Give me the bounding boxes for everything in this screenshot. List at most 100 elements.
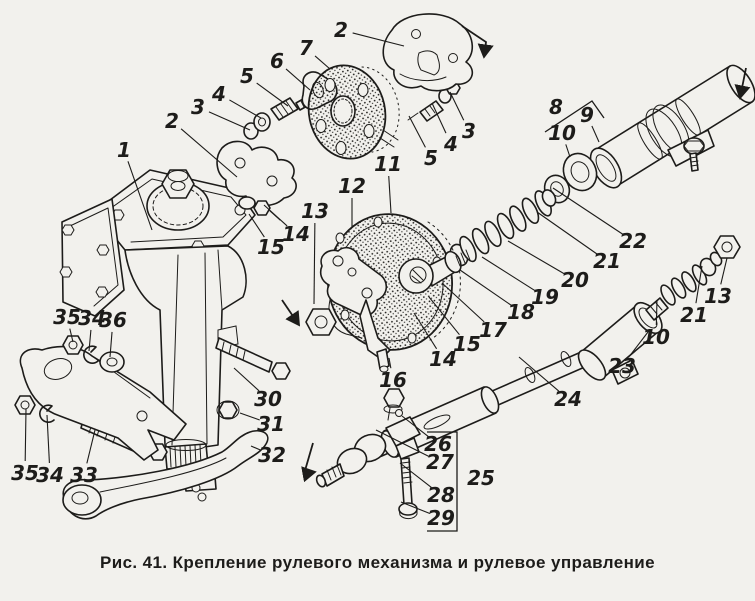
flange-coupling <box>319 213 471 373</box>
callout-leader-17-24 <box>441 282 485 323</box>
callout-leader-35-41 <box>69 328 74 343</box>
callout-leader-34-42 <box>88 329 92 352</box>
callout-20-21: 20 <box>561 268 589 292</box>
callout-leader-13-16 <box>313 222 316 305</box>
callout-leader-35-40 <box>24 408 27 462</box>
nut-16 <box>383 388 405 408</box>
callout-leader-13-44 <box>720 257 728 285</box>
callout-leader-15-18 <box>248 213 265 238</box>
install-direction-arrow-locknut <box>281 299 301 327</box>
callout-15-25: 15 <box>453 332 481 356</box>
callout-23-28: 23 <box>608 354 636 378</box>
callout-13-44: 13 <box>704 284 732 308</box>
figure-caption: Рис. 41. Крепление рулевого механизма и … <box>99 553 655 572</box>
callout-leader-21-20 <box>536 211 598 255</box>
callout-leader-22-19 <box>552 187 624 235</box>
callout-22-19: 22 <box>619 229 647 253</box>
callout-9-12: 9 <box>580 103 594 127</box>
callout-26-30: 26 <box>424 432 452 456</box>
tie-rod-end-left <box>315 388 421 520</box>
callout-27-31: 27 <box>426 450 454 474</box>
callout-leader-11-14 <box>388 175 392 214</box>
callout-leader-5-4 <box>256 82 289 107</box>
locknut-13 <box>305 308 337 336</box>
tie-rod-end-right <box>577 235 741 385</box>
bolt-30-head <box>271 362 291 380</box>
callout-leader-21-45 <box>695 265 703 304</box>
callout-34-39: 34 <box>36 463 64 487</box>
callout-leader-4-3 <box>229 99 262 119</box>
callout-10-46: 10 <box>642 325 670 349</box>
callout-34-42: 34 <box>78 306 106 330</box>
install-direction-arrow-column-tube <box>734 67 751 100</box>
callout-28-32: 28 <box>427 483 455 507</box>
callout-leader-14-17 <box>263 204 288 227</box>
callout-8-11: 8 <box>549 95 563 119</box>
callout-leader-32-37 <box>250 445 262 451</box>
lock-washer-34 <box>39 404 55 423</box>
callout-leader-5-10 <box>408 115 426 148</box>
callout-leader-10-46 <box>655 299 658 326</box>
callout-5-10: 5 <box>424 146 438 170</box>
callout-leader-34-39 <box>46 414 50 464</box>
steering-gear-housing <box>59 169 291 502</box>
coupling-disc-7 <box>307 64 400 160</box>
callout-leader-4-9 <box>431 102 447 134</box>
callout-leader-3-2 <box>208 111 251 131</box>
callout-leader-9-12 <box>591 125 600 143</box>
install-direction-arrow-tie-rod-stud <box>301 442 317 483</box>
callout-14-17: 14 <box>282 222 310 246</box>
callout-17-24: 17 <box>479 318 507 342</box>
bracket-parts-26-29 <box>427 431 458 532</box>
callout-4-3: 4 <box>211 82 226 106</box>
callout-leader-23-28 <box>628 331 649 357</box>
coupling-bracket-upper <box>216 140 297 221</box>
callout-35-41: 35 <box>53 305 81 329</box>
callout-3-8: 3 <box>462 119 476 143</box>
callout-leader-36-43 <box>109 331 113 358</box>
worm-shaft-spring <box>449 189 557 267</box>
callout-leader-24-29 <box>518 356 560 392</box>
callout-leader-6-5 <box>285 68 311 91</box>
callout-33-38: 33 <box>70 463 98 487</box>
callout-leader-31-36 <box>239 412 260 421</box>
callout-leader-30-35 <box>233 367 260 392</box>
callout-6-5: 6 <box>270 49 284 73</box>
callout-leader-10-13 <box>565 144 571 158</box>
callout-leader-16-27 <box>388 357 392 369</box>
bolt-31-head <box>218 401 238 419</box>
callout-16-27: 16 <box>379 368 407 392</box>
callout-14-26: 14 <box>429 347 457 371</box>
callout-leader-19-22 <box>481 256 536 292</box>
callout-leader-28-32 <box>399 462 432 489</box>
callout-leader-2-1 <box>180 128 238 178</box>
mount-bracket-assembly <box>14 335 187 461</box>
callout-leader-27-31 <box>375 429 430 458</box>
callout-36-43: 36 <box>99 308 127 332</box>
callout-leader-14-26 <box>413 312 438 350</box>
callout-21-20: 21 <box>593 249 621 273</box>
install-direction-arrow-coupling-plate <box>461 25 494 59</box>
callout-leader-1-0 <box>127 161 153 231</box>
callout-35-40: 35 <box>11 461 39 485</box>
callout-21-45: 21 <box>680 303 708 327</box>
bracket-parts-8-9-10 <box>544 100 605 133</box>
lock-washer-34 <box>83 345 99 364</box>
callout-32-37: 32 <box>258 443 286 467</box>
callout-5-4: 5 <box>240 64 254 88</box>
callout-7-6: 7 <box>299 36 313 60</box>
callout-leader-15-25 <box>428 296 460 336</box>
callout-leader-26-30 <box>401 415 429 438</box>
callout-30-35: 30 <box>254 387 282 411</box>
callout-3-2: 3 <box>191 95 205 119</box>
callout-24-29: 24 <box>554 387 582 411</box>
callout-leader-3-8 <box>449 91 465 121</box>
callout-1-0: 1 <box>117 138 131 162</box>
callout-31-36: 31 <box>257 412 285 436</box>
callout-12-15: 12 <box>338 174 366 198</box>
callout-10-13: 10 <box>548 121 576 145</box>
callout-13-16: 13 <box>301 199 329 223</box>
callout-18-23: 18 <box>507 300 535 324</box>
callout-leader-33-38 <box>86 429 96 464</box>
